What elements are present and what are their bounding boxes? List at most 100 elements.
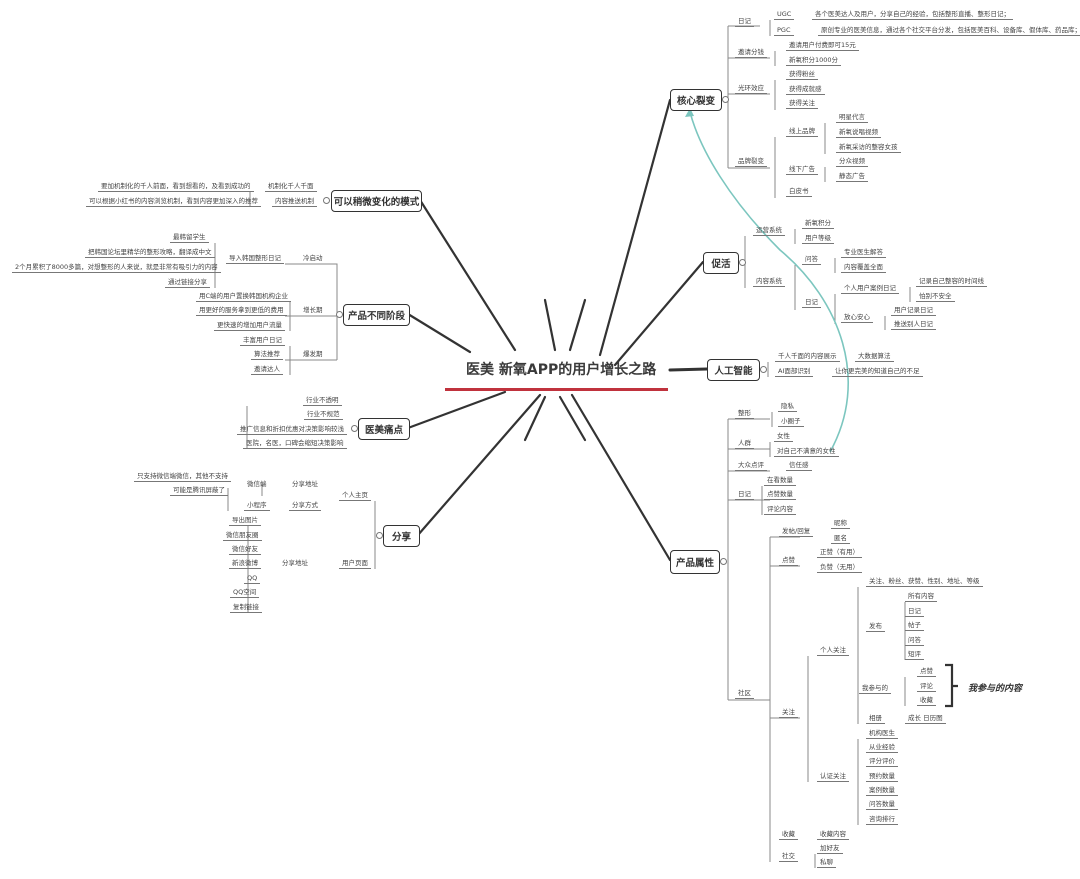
node[interactable]: 收藏	[917, 695, 936, 706]
node[interactable]: 新氧积分1000分	[786, 55, 842, 66]
node[interactable]: 问答	[905, 635, 924, 646]
node[interactable]: 内容系统	[753, 276, 785, 287]
topic-share[interactable]: 分享	[383, 525, 420, 547]
node[interactable]: 社区	[735, 688, 754, 699]
node[interactable]: 机制化千人千面	[265, 181, 317, 192]
node[interactable]: 帖子	[905, 620, 924, 631]
node[interactable]: 收藏内容	[817, 829, 849, 840]
node[interactable]: 分享地址	[292, 480, 318, 488]
node[interactable]: 日记	[735, 489, 754, 500]
topic-ai[interactable]: 人工智能	[707, 359, 760, 381]
node[interactable]: AI面部识别	[775, 366, 814, 377]
node[interactable]: 白皮书	[786, 186, 812, 197]
node[interactable]: 问答	[802, 254, 821, 265]
node[interactable]: 发帖/回复	[779, 526, 814, 537]
node[interactable]: 收藏	[779, 829, 798, 840]
node[interactable]: 品牌裂变	[735, 156, 767, 167]
node[interactable]: 大众点评	[735, 460, 767, 471]
node[interactable]: 隐私	[778, 401, 797, 412]
node[interactable]: 增长期	[303, 306, 323, 314]
node[interactable]: 个人用户案例日记	[841, 283, 899, 294]
node[interactable]: 新氧采访的整容女孩	[836, 142, 901, 153]
node[interactable]: 相册	[866, 713, 885, 724]
node[interactable]: 用更好的服务拿到更低的费用	[196, 305, 287, 316]
node[interactable]: 问答数量	[866, 799, 898, 810]
node[interactable]: 明星代言	[836, 112, 868, 123]
node[interactable]: 怕别不安全	[916, 291, 955, 302]
node[interactable]: 咨询排行	[866, 814, 898, 825]
node[interactable]: 信任感	[786, 460, 812, 471]
node[interactable]: 昵称	[831, 518, 850, 529]
collapse-toggle-icon[interactable]	[323, 197, 330, 204]
node[interactable]: 日记	[802, 297, 821, 308]
node[interactable]: 可能是腾讯屏蔽了	[170, 485, 228, 496]
node[interactable]: 记录自己整容的时间线	[916, 276, 987, 287]
node[interactable]: 各个医美达人及用户，分享自己的经验，包括整形直播、整形日记；	[812, 9, 1013, 20]
node[interactable]: 放心安心	[841, 312, 873, 323]
node[interactable]: 女性	[774, 431, 793, 442]
node[interactable]: 导入韩国整形日记	[226, 253, 284, 264]
node[interactable]: 医院，名医，口碑会缩短决策影响	[243, 438, 347, 449]
node[interactable]: 获得粉丝	[786, 69, 818, 80]
node[interactable]: 个人关注	[817, 645, 849, 656]
collapse-toggle-icon[interactable]	[351, 425, 358, 432]
node[interactable]: 点赞	[917, 666, 936, 677]
collapse-toggle-icon[interactable]	[336, 311, 343, 318]
node[interactable]: 认证关注	[817, 771, 849, 782]
node[interactable]: 复制链接	[230, 602, 262, 613]
node[interactable]: 用户等级	[802, 233, 834, 244]
node[interactable]: 用户记录日记	[891, 305, 936, 316]
node[interactable]: 线下广告	[786, 164, 818, 175]
topic-variable-mode[interactable]: 可以稍微变化的模式	[331, 190, 422, 212]
node[interactable]: 通过链接分享	[165, 277, 210, 288]
node[interactable]: 运营系统	[753, 225, 785, 236]
node[interactable]: 邀请分钱	[735, 47, 767, 58]
node[interactable]: 我参与的	[859, 683, 891, 694]
node[interactable]: 可以根据小红书的内容浏览机制，看到内容更加深入的推荐	[86, 196, 261, 207]
node[interactable]: 微信朋友圈	[223, 530, 262, 541]
node[interactable]: 用C端的用户置换韩国机构企业	[196, 291, 292, 302]
node[interactable]: 要加机制化的千人前面，看到想看的，及看到成功的	[98, 181, 254, 192]
node[interactable]: 成长 日历图	[905, 713, 946, 724]
node[interactable]: 邀请达人	[251, 364, 283, 375]
node[interactable]: 私聊	[817, 857, 836, 868]
node[interactable]: 更快速的增加用户流量	[214, 320, 285, 331]
node[interactable]: 专业医生解答	[841, 247, 886, 258]
topic-activation[interactable]: 促活	[703, 252, 739, 274]
collapse-toggle-icon[interactable]	[376, 532, 383, 539]
node[interactable]: 匿名	[831, 533, 850, 544]
node[interactable]: 丰富用户日记	[240, 335, 285, 346]
collapse-toggle-icon[interactable]	[760, 366, 767, 373]
node[interactable]: 在看数量	[764, 475, 796, 486]
node[interactable]: 小程序	[244, 500, 270, 511]
node[interactable]: 评论	[917, 681, 936, 692]
node[interactable]: 获得关注	[786, 98, 818, 109]
node[interactable]: 从业经验	[866, 742, 898, 753]
node[interactable]: 新浪微博	[229, 558, 261, 569]
collapse-toggle-icon[interactable]	[722, 96, 729, 103]
node[interactable]: 点赞	[779, 555, 798, 566]
node[interactable]: 推送别人日记	[891, 319, 936, 330]
node[interactable]: 冷启动	[303, 254, 323, 262]
topic-pain-points[interactable]: 医美痛点	[358, 418, 410, 440]
node[interactable]: 推广信息和折扣优惠对决策影响较浅	[237, 424, 347, 435]
node[interactable]: 内容覆盖全面	[841, 262, 886, 273]
node[interactable]: 让你更完美的知道自己的不足	[832, 366, 923, 377]
node[interactable]: 新氧积分	[802, 218, 834, 229]
node[interactable]: 分众视频	[836, 156, 868, 167]
node[interactable]: 预约数量	[866, 771, 898, 782]
node[interactable]: 关注	[779, 707, 798, 718]
node[interactable]: 加好友	[817, 843, 843, 854]
node[interactable]: 评论内容	[764, 504, 796, 515]
node[interactable]: 行业不透明	[303, 395, 342, 406]
node[interactable]: 线上品牌	[786, 126, 818, 137]
node[interactable]: 静态广告	[836, 171, 868, 182]
node[interactable]: 案例数量	[866, 785, 898, 796]
node[interactable]: 爆发期	[303, 350, 323, 358]
node[interactable]: 个人主页	[339, 490, 371, 501]
node[interactable]: 短评	[905, 649, 924, 660]
node[interactable]: 日记	[905, 606, 924, 617]
node[interactable]: 分享地址	[282, 559, 308, 567]
node[interactable]: 社交	[779, 851, 798, 862]
node[interactable]: 原创专业的医美信息，通过各个社交平台分发，包括医美百科、设备库、假体库、药品库；	[818, 25, 1080, 36]
